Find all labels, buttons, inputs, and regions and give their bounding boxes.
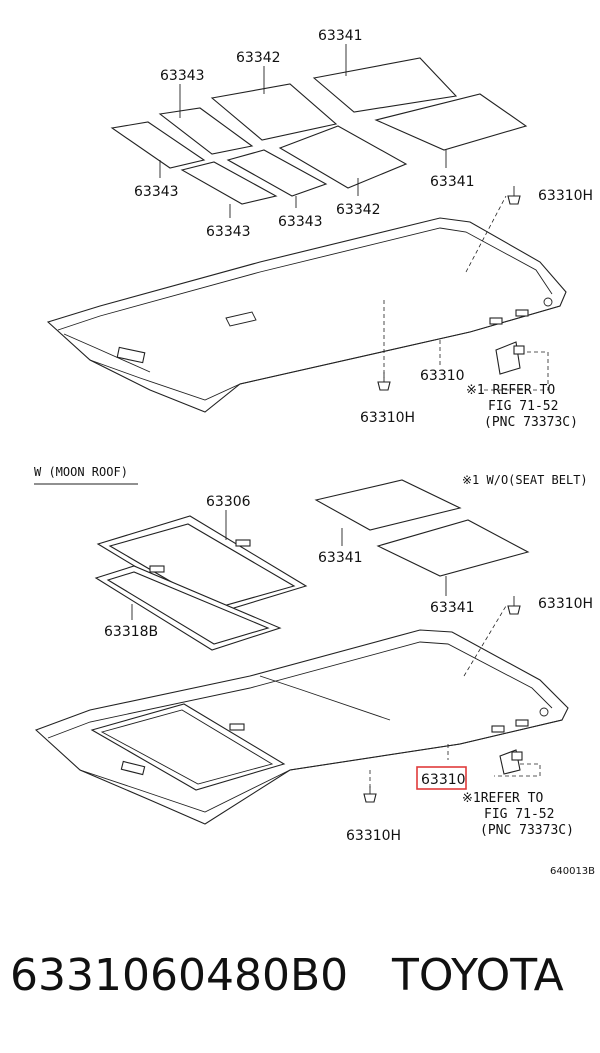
label-63342-top: 63342 — [236, 50, 281, 66]
pad-63343-d[interactable] — [180, 161, 278, 205]
label-63343-top: 63343 — [160, 68, 205, 84]
label-63341-b: 63341 — [430, 600, 475, 616]
brand-name: TOYOTA — [391, 950, 564, 1001]
refer-line3-top: (PNC 73373C) — [484, 415, 578, 430]
pad-63343-a[interactable] — [110, 121, 206, 169]
label-63310-selected[interactable]: 63310 — [421, 772, 466, 788]
label-63306: 63306 — [206, 494, 251, 510]
screw-63310H-right[interactable] — [507, 186, 521, 205]
label-63310H-right-bottom: 63310H — [538, 596, 593, 612]
label-63341-top: 63341 — [318, 28, 363, 44]
refer-line1-top: ※1 REFER TO — [466, 383, 555, 398]
pad-63343-c[interactable] — [226, 149, 328, 197]
pad-63341-c[interactable] — [314, 479, 462, 531]
label-63343-mid: 63343 — [134, 184, 179, 200]
refer-line2-bottom: FIG 71-52 — [484, 807, 554, 822]
pad-63341-b[interactable] — [374, 93, 528, 151]
diagram-code: 640013B — [550, 866, 595, 877]
label-63310H-right: 63310H — [538, 188, 593, 204]
seal-63318B[interactable] — [94, 565, 282, 651]
sunroof-frame-63306[interactable] — [96, 515, 308, 615]
part-number: 6331060480B0 — [10, 950, 348, 1001]
label-63310H-bottom-bottom: 63310H — [346, 828, 401, 844]
top-assembly: 63341 63342 63343 63343 63341 63342 6334… — [46, 28, 593, 430]
label-63341-a: 63341 — [318, 550, 363, 566]
pad-63341-a[interactable] — [312, 57, 458, 113]
selected-part-highlight — [416, 766, 467, 790]
label-63342-bot: 63342 — [336, 202, 381, 218]
bottom-assembly: W (MOON ROOF) ※1 W/O(SEAT BELT) — [34, 465, 595, 877]
refer-line1-bottom: ※1REFER TO — [462, 791, 544, 806]
label-63318B: 63318B — [104, 624, 158, 640]
label-63310-top: 63310 — [420, 368, 465, 384]
screw-63310H-bottom[interactable] — [377, 372, 391, 391]
label-63341-right: 63341 — [430, 174, 475, 190]
screw-63310H-right-bottom[interactable] — [507, 596, 521, 615]
screw-63310H-bottom-bottom[interactable] — [363, 786, 377, 803]
pad-63343-b[interactable] — [158, 107, 254, 155]
label-63343-bot: 63343 — [278, 214, 323, 230]
moonroof-opening — [90, 703, 286, 791]
label-63310H-bottom: 63310H — [360, 410, 415, 426]
roof-headliner-moonroof[interactable] — [34, 629, 569, 825]
seat-belt-note: ※1 W/O(SEAT BELT) — [462, 473, 588, 487]
roof-headliner-top[interactable] — [46, 217, 567, 413]
pad-63342-b[interactable] — [278, 125, 408, 189]
label-63343-low: 63343 — [206, 224, 251, 240]
section-title: W (MOON ROOF) — [34, 465, 128, 479]
pad-63341-d[interactable] — [376, 519, 530, 577]
refer-line3-bottom: (PNC 73373C) — [480, 823, 574, 838]
refer-line2-top: FIG 71-52 — [488, 399, 558, 414]
